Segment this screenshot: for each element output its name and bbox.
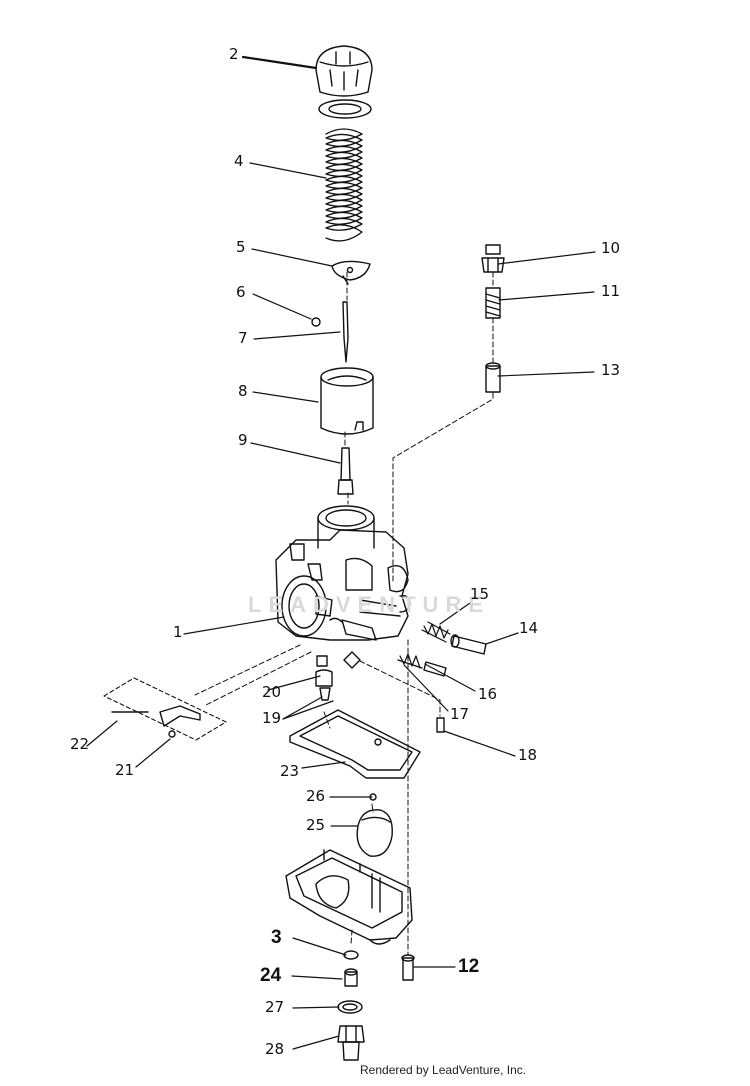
part-float — [356, 809, 393, 857]
callout-6: 6 — [236, 283, 246, 301]
callout-28: 28 — [265, 1040, 285, 1058]
part-idle-spring — [397, 653, 423, 669]
part-cable-end — [485, 362, 501, 393]
part-adjuster-nut — [485, 287, 501, 319]
callout-25: 25 — [306, 816, 326, 834]
part-o-ring — [337, 1000, 363, 1014]
callout-17: 17 — [450, 705, 470, 723]
callout-21: 21 — [115, 761, 135, 779]
callout-27: 27 — [265, 998, 285, 1016]
part-e-clip — [311, 317, 321, 327]
callout-5: 5 — [236, 238, 246, 256]
assembly-guide-lines — [194, 271, 494, 956]
part-pilot-screw-spring — [421, 621, 451, 643]
part-float-bracket — [103, 677, 227, 741]
callout-18: 18 — [518, 746, 538, 764]
callout-8: 8 — [238, 382, 248, 400]
part-spring — [325, 128, 363, 242]
callout-10: 10 — [601, 239, 621, 257]
part-cap — [315, 45, 373, 97]
callout-2: 2 — [229, 45, 239, 63]
callout-20: 20 — [262, 683, 282, 701]
part-needle-jet — [337, 447, 354, 495]
part-drain-washer — [343, 950, 359, 960]
callout-16: 16 — [478, 685, 498, 703]
part-float-bowl — [285, 849, 413, 945]
callout-1: 1 — [173, 623, 183, 641]
callout-12: 12 — [458, 956, 480, 977]
callout-14: 14 — [519, 619, 539, 637]
part-main-jet — [344, 968, 358, 987]
callout-11: 11 — [601, 282, 621, 300]
part-pilot-jet — [315, 655, 333, 701]
part-cap-washer — [318, 99, 372, 119]
part-needle-retainer — [331, 260, 371, 285]
callout-9: 9 — [238, 431, 248, 449]
callout-19: 19 — [262, 709, 282, 727]
callout-23: 23 — [280, 762, 300, 780]
part-jet-needle — [342, 301, 349, 363]
callout-4: 4 — [234, 152, 244, 170]
part-float-arm — [111, 705, 201, 738]
footer-credit: Rendered by LeadVenture, Inc. — [360, 1063, 527, 1077]
part-cable-adjuster — [481, 244, 505, 273]
callout-26: 26 — [306, 787, 326, 805]
part-pilot-screw — [450, 634, 487, 655]
callout-3: 3 — [271, 927, 282, 948]
part-idle-screw — [423, 661, 447, 677]
part-plug — [436, 717, 445, 733]
callout-22: 22 — [70, 735, 90, 753]
part-float-pin — [369, 793, 377, 801]
part-drain-plug — [337, 1025, 365, 1061]
part-float-bowl-gasket — [289, 709, 421, 779]
callout-15: 15 — [470, 585, 490, 603]
part-carburetor-body — [275, 505, 411, 669]
callout-24: 24 — [260, 965, 282, 986]
part-throttle-slide — [320, 367, 374, 435]
leader-lines — [86, 55, 596, 1050]
callout-7: 7 — [238, 329, 248, 347]
part-bowl-screw — [401, 954, 415, 981]
watermark: LEADVENTURE — [248, 592, 491, 617]
callout-13: 13 — [601, 361, 621, 379]
